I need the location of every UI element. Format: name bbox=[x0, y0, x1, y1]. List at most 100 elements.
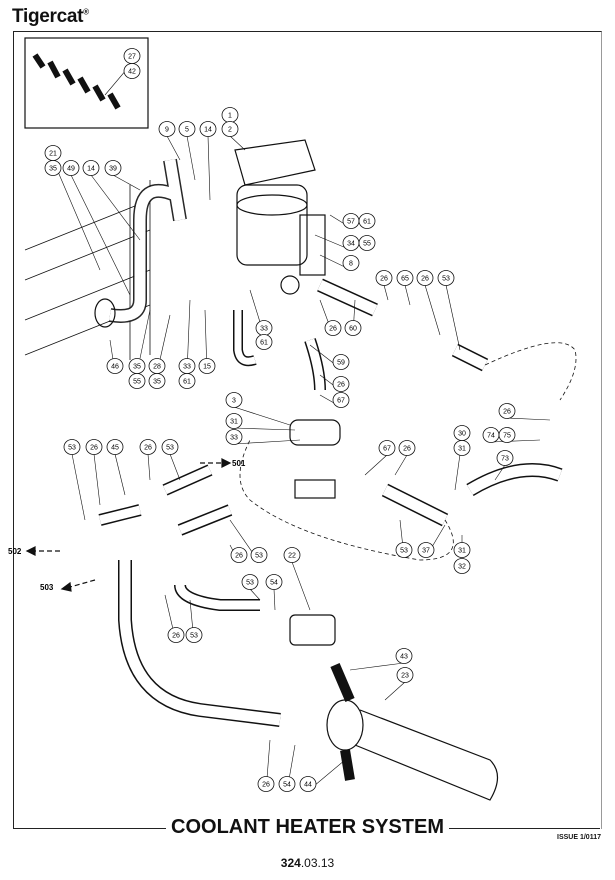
callout-number: 55 bbox=[133, 379, 141, 386]
callout-circle bbox=[375, 270, 393, 286]
callout-circle bbox=[62, 160, 80, 176]
brand-logo: Tigercat® bbox=[12, 6, 89, 28]
callout-circle bbox=[104, 160, 122, 176]
callout-49: 49 bbox=[62, 160, 80, 176]
callout-circle bbox=[378, 440, 396, 456]
callout-circle bbox=[44, 160, 62, 176]
callout-26: 26 bbox=[416, 270, 434, 286]
callout-number: 26 bbox=[172, 633, 180, 640]
callout-number: 8 bbox=[349, 261, 353, 268]
callout-44: 44 bbox=[299, 776, 317, 792]
callout-number: 30 bbox=[458, 431, 466, 438]
callout-number: 61 bbox=[183, 379, 191, 386]
valve bbox=[289, 614, 336, 646]
page-number: 324.03.13 bbox=[0, 856, 615, 870]
leader-line bbox=[186, 135, 196, 181]
callout-number: 26 bbox=[235, 553, 243, 560]
callout-number: 26 bbox=[421, 276, 429, 283]
callout-number: 14 bbox=[87, 166, 95, 173]
callout-53: 53 bbox=[250, 547, 268, 563]
pump bbox=[289, 419, 341, 446]
leader-line bbox=[349, 662, 405, 671]
callout-75: 75 bbox=[498, 427, 516, 443]
strap-parts bbox=[32, 53, 121, 110]
callout-61: 61 bbox=[255, 334, 273, 350]
callout-circle bbox=[342, 255, 360, 271]
callout-circle bbox=[221, 121, 239, 137]
callout-26: 26 bbox=[498, 403, 516, 419]
callout-number: 37 bbox=[422, 548, 430, 555]
callout-number: 23 bbox=[401, 673, 409, 680]
leader-line bbox=[166, 135, 181, 161]
callout-number: 61 bbox=[260, 340, 268, 347]
callout-circle bbox=[416, 270, 434, 286]
callout-26: 26 bbox=[85, 439, 103, 455]
callout-21: 21 bbox=[44, 145, 62, 161]
leader-line bbox=[364, 454, 388, 476]
callout-circle bbox=[128, 373, 146, 389]
footer-title-wrap: COOLANT HEATER SYSTEM bbox=[0, 816, 615, 839]
callout-26: 26 bbox=[332, 376, 350, 392]
leader-line bbox=[207, 135, 211, 201]
callout-26: 26 bbox=[167, 627, 185, 643]
callout-circle bbox=[498, 427, 516, 443]
callout-number: 21 bbox=[49, 151, 57, 158]
callout-circle bbox=[278, 776, 296, 792]
callout-35: 35 bbox=[128, 358, 146, 374]
callout-number: 3 bbox=[232, 398, 236, 405]
callout-53: 53 bbox=[63, 439, 81, 455]
callout-circle bbox=[158, 121, 176, 137]
callout-number: 22 bbox=[288, 553, 296, 560]
callout-circle bbox=[148, 373, 166, 389]
callout-circle bbox=[106, 439, 124, 455]
callout-67: 67 bbox=[378, 440, 396, 456]
callout-31: 31 bbox=[453, 542, 471, 558]
callout-26: 26 bbox=[139, 439, 157, 455]
callout-number: 49 bbox=[67, 166, 75, 173]
callout-number: 32 bbox=[458, 564, 466, 571]
callout-35: 35 bbox=[44, 160, 62, 176]
callout-53: 53 bbox=[241, 574, 259, 590]
callout-circle bbox=[178, 121, 196, 137]
callout-31: 31 bbox=[453, 440, 471, 456]
callout-number: 33 bbox=[230, 435, 238, 442]
callout-circle bbox=[139, 439, 157, 455]
leader-line bbox=[71, 453, 86, 521]
callout-number: 26 bbox=[329, 326, 337, 333]
callout-number: 14 bbox=[204, 127, 212, 134]
leader-line bbox=[233, 406, 291, 426]
callout-3: 3 bbox=[225, 392, 243, 408]
leader-line bbox=[233, 427, 296, 431]
callout-circle bbox=[299, 776, 317, 792]
callout-number: 74 bbox=[487, 433, 495, 440]
callout-39: 39 bbox=[104, 160, 122, 176]
callout-45: 45 bbox=[106, 439, 124, 455]
callout-circle bbox=[453, 440, 471, 456]
callout-circle bbox=[255, 334, 273, 350]
callout-circle bbox=[225, 413, 243, 429]
leader-line bbox=[169, 453, 181, 481]
callout-circle bbox=[437, 270, 455, 286]
callout-55: 55 bbox=[128, 373, 146, 389]
callout-2: 2 bbox=[221, 121, 239, 137]
callout-number: 35 bbox=[153, 379, 161, 386]
callout-circle bbox=[324, 320, 342, 336]
callout-number: 26 bbox=[403, 446, 411, 453]
callout-circle bbox=[199, 121, 217, 137]
callout-9: 9 bbox=[158, 121, 176, 137]
callout-26: 26 bbox=[230, 547, 248, 563]
callout-33: 33 bbox=[225, 429, 243, 445]
callout-circle bbox=[178, 373, 196, 389]
callout-circle bbox=[498, 403, 516, 419]
registered-mark: ® bbox=[83, 7, 89, 17]
callout-circle bbox=[106, 358, 124, 374]
flow-label-503: 503 bbox=[40, 583, 54, 592]
callout-22: 22 bbox=[283, 547, 301, 563]
callout-23: 23 bbox=[396, 667, 414, 683]
callout-circle bbox=[82, 160, 100, 176]
leader-line bbox=[490, 439, 541, 443]
callout-circle bbox=[396, 270, 414, 286]
callout-number: 73 bbox=[501, 456, 509, 463]
callout-43: 43 bbox=[395, 648, 413, 664]
